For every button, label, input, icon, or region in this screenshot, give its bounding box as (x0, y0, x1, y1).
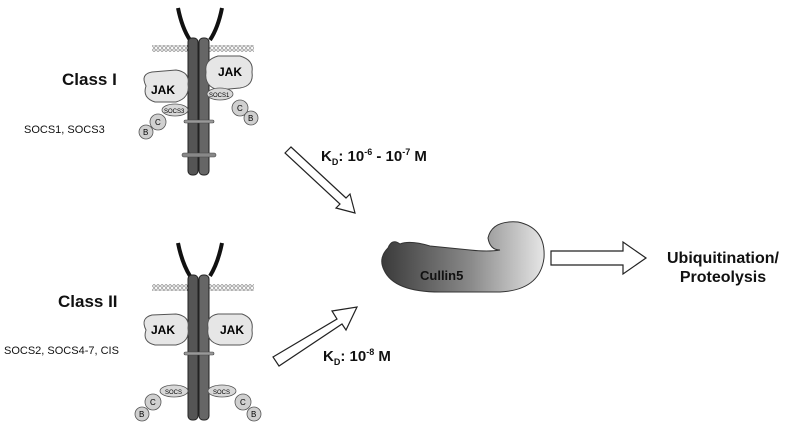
kd-class2: KD: 10-8 M (323, 347, 391, 367)
class2-elongin-b-left (134, 406, 150, 422)
class1-ligand-arm-right (208, 7, 224, 42)
kd2-sub: D (333, 357, 341, 367)
class1-ligand-arm-left (176, 7, 192, 42)
class2-socs-left-label: SOCS (165, 390, 182, 396)
kd1-exp1: -6 (364, 147, 373, 157)
kd1-prefix: K (321, 148, 332, 165)
kd2-middle: : 10 (340, 348, 367, 365)
class1-members: SOCS1, SOCS3 (24, 124, 105, 136)
class1-band (183, 119, 215, 124)
class1-jak-right (205, 55, 253, 91)
outcome-label: Ubiquitination/ Proteolysis (660, 249, 786, 287)
class2-jak-right (207, 313, 253, 346)
class1-socs-left (161, 103, 189, 117)
class2-elongin-c-right (234, 393, 252, 411)
class1-jak-left-label: JAK (151, 83, 175, 97)
class2-chain-right (198, 274, 210, 421)
class1-receptor: JAK JAK SOCS3 SOCS1 C B C B (138, 7, 259, 176)
class1-arrow (284, 146, 356, 214)
class2-ligand-arm-left (176, 242, 192, 278)
class1-elongin-b-left (138, 124, 154, 140)
cullin5-shape: Cullin5 (381, 221, 545, 293)
class2-arrow (272, 306, 359, 367)
class1-b-right-label: B (248, 114, 253, 123)
outcome-arrow (550, 240, 648, 276)
class2-elongin-c-left (144, 393, 162, 411)
class1-elongin-c-right (231, 99, 249, 117)
class2-socs-left (159, 384, 189, 398)
class1-chain-left (187, 37, 199, 176)
cullin5-label: Cullin5 (420, 268, 463, 283)
class2-ligand-arm-right (208, 242, 224, 278)
class2-jak-right-label: JAK (220, 323, 244, 337)
kd1-dash: - 10 (372, 148, 403, 165)
class2-socs-right-label: SOCS (213, 390, 230, 396)
class1-socs-right (206, 87, 234, 101)
class1-socs-left-label: SOCS3 (164, 109, 185, 115)
kd2-prefix: K (323, 348, 334, 365)
outcome-line2: Proteolysis (679, 269, 767, 286)
kd1-unit: M (410, 148, 427, 165)
class2-c-right-label: C (240, 398, 246, 407)
class1-elongin-b-right (243, 110, 259, 126)
kd2-unit: M (374, 348, 391, 365)
class1-b-left-label: B (143, 128, 148, 137)
class1-elongin-c-left (149, 113, 167, 131)
class2-members: SOCS2, SOCS4-7, CIS (4, 345, 119, 357)
class2-band (183, 351, 215, 356)
class2-socs-right (207, 384, 237, 398)
outcome-line1: Ubiquitination/ (667, 250, 779, 267)
class2-b-right-label: B (251, 410, 256, 419)
kd1-exp2: -7 (402, 147, 411, 157)
class1-jak-right-label: JAK (218, 65, 242, 79)
class2-jak-left (143, 313, 189, 346)
class1-c-left-label: C (155, 118, 161, 127)
kd2-exp1: -8 (366, 347, 375, 357)
class2-elongin-b-right (246, 406, 262, 422)
class2-b-left-label: B (139, 410, 144, 419)
class1-title: Class I (62, 70, 117, 89)
class1-c-right-label: C (237, 104, 243, 113)
kd1-middle: : 10 (338, 148, 365, 165)
class2-chain-left (187, 274, 199, 421)
kd1-sub: D (331, 157, 339, 167)
class2-c-left-label: C (150, 398, 156, 407)
class2-jak-left-label: JAK (151, 323, 175, 337)
class2-receptor: JAK JAK SOCS SOCS C B C B (134, 242, 262, 422)
class1-socs-right-label: SOCS1 (209, 93, 230, 99)
class1-jak-left (143, 69, 189, 103)
class1-band (181, 152, 217, 158)
class2-title: Class II (58, 292, 118, 311)
kd-class1: KD: 10-6 - 10-7 M (321, 147, 427, 167)
